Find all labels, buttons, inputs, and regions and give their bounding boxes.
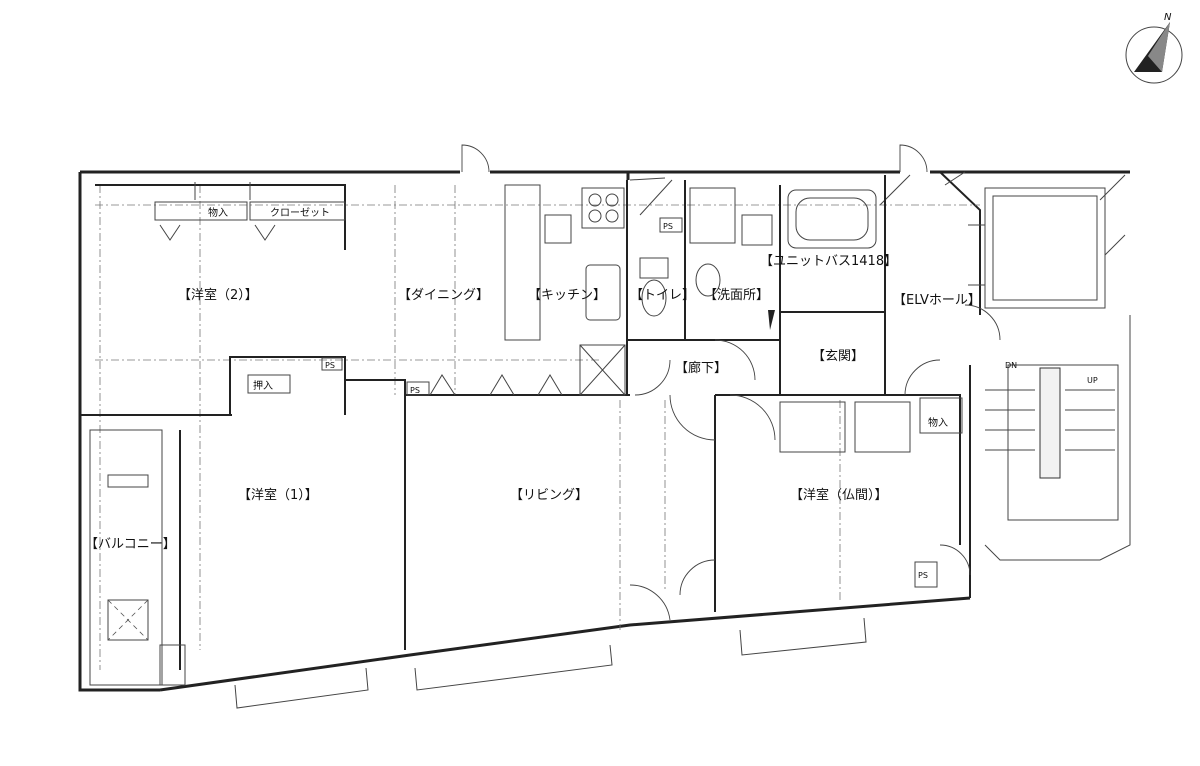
interior-walls [80,175,961,670]
south-windows [234,617,867,709]
ps-4-label: PS [918,571,928,580]
room-label-kitchen: 【キッチン】 [528,288,606,303]
compass-icon: N [1125,12,1183,84]
ps-1-label: PS [325,361,335,370]
room-western-2: 物入 クローゼット [95,182,346,250]
kitchen-fixtures: PS [406,184,626,396]
outer-walls [78,170,1130,692]
ps-2-label: PS [410,386,420,395]
wet-area-fixtures: PS [639,187,877,330]
ps-3-label: PS [663,222,673,231]
door-swings [461,144,1001,621]
room-label-toilet: 【トイレ】 [630,288,695,303]
reference-lines [95,185,980,670]
compass-north-label: N [1164,12,1172,23]
room-label-elv-hall: 【ELVホール】 [893,293,981,308]
room-label-living: 【リビング】 [510,488,588,503]
elevator [968,187,1106,309]
stair-up-label: UP [1087,376,1098,385]
storage-right: 物入 PS [779,397,963,588]
storage-top-label: 物入 [208,206,228,219]
room-label-western-2: 【洋室（2）】 [178,287,258,303]
balcony-area [89,429,186,686]
room-label-washroom: 【洗面所】 [704,288,769,303]
stair-down-label: DN [1005,361,1017,370]
room-label-dining: 【ダイニング】 [398,288,489,303]
room-label-unit-bath: 【ユニットバス1418】 [760,254,897,269]
room-label-balcony: 【バルコニー】 [85,537,176,552]
closet-label: クローゼット [270,207,330,219]
oshiire: 押入 PS [229,356,346,415]
storage-right-label: 物入 [928,416,948,429]
room-label-entrance: 【玄関】 [812,349,864,364]
oshiire-label: 押入 [253,379,273,392]
room-label-western-buddha: 【洋室（仏間）】 [790,487,888,503]
room-label-western-1: 【洋室（1）】 [238,487,318,503]
room-label-corridor: 【廊下】 [675,360,727,376]
stair-area: DN UP [984,315,1131,561]
